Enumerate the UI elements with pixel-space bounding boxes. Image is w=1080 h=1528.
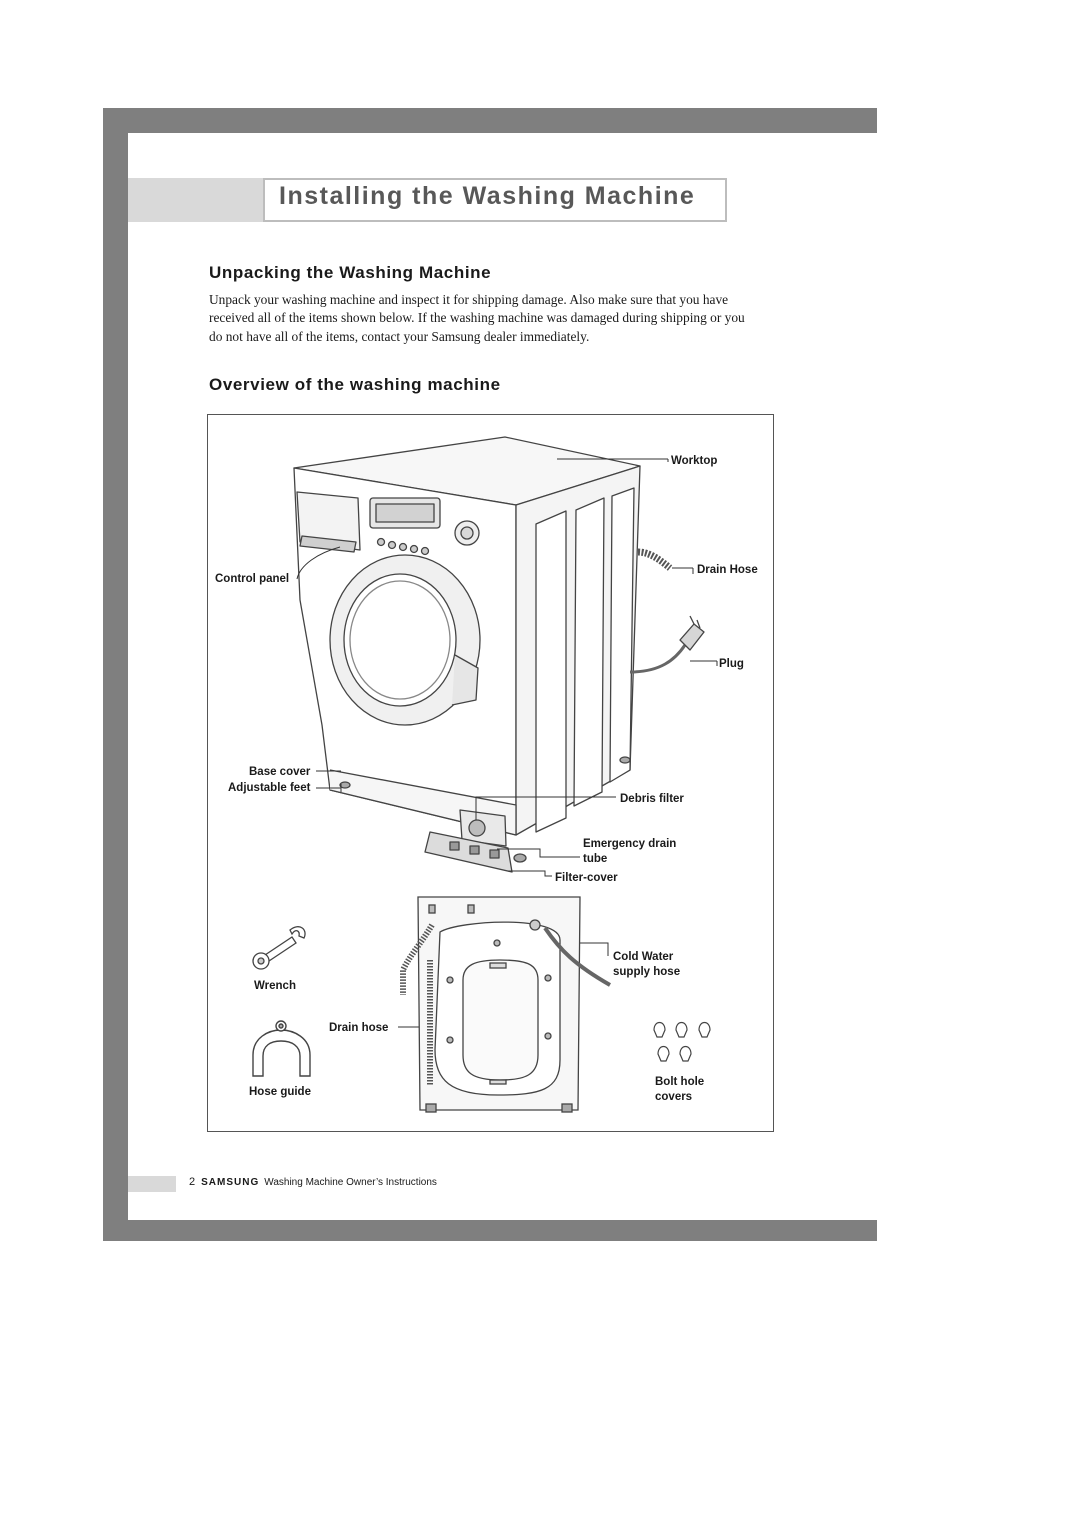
label-emergency-drain-tube: tube: [583, 853, 608, 865]
hose-guide-shape: [252, 1020, 311, 1077]
page-footer: 2 SAMSUNG Washing Machine Owner’s Instruct…: [189, 1176, 437, 1188]
label-emergency-drain: Emergency drain: [583, 838, 677, 850]
page-number: 2: [189, 1176, 196, 1188]
footer-text: Washing Machine Owner’s Instructions: [264, 1177, 437, 1188]
label-cold-water-supply-hose: supply hose: [613, 966, 681, 978]
plug-shape: [679, 623, 705, 651]
label-worktop: Worktop: [671, 455, 718, 467]
title-box: [263, 178, 727, 222]
label-drain-hose-top: Drain Hose: [697, 564, 758, 576]
bolt-hole-covers-shape: [653, 1021, 711, 1062]
rear-drain-hose-shape: [400, 923, 435, 995]
debris-filter-shape: [468, 819, 486, 837]
frame-bar-bottom: [103, 1220, 877, 1241]
filter-cover-shape: [424, 831, 513, 873]
cold-water-hose-shape: [543, 926, 611, 987]
title-strip: [128, 178, 266, 222]
overview-heading: Overview of the washing machine: [209, 375, 501, 394]
label-bolt-hole: Bolt hole: [655, 1076, 705, 1088]
label-plug: Plug: [719, 658, 744, 670]
label-bolt-hole-covers: covers: [655, 1091, 693, 1103]
unpacking-heading: Unpacking the Washing Machine: [209, 263, 492, 282]
label-debris-filter: Debris filter: [620, 793, 684, 805]
label-hose-guide: Hose guide: [249, 1086, 311, 1098]
footer-strip: [128, 1176, 176, 1192]
drain-hose-shape: [637, 548, 673, 571]
detergent-drawer-shape: [296, 491, 361, 551]
frame-bar-top: [103, 108, 877, 133]
label-cold-water: Cold Water: [613, 951, 674, 963]
unpacking-paragraph: Unpack your washing machine and inspect …: [209, 292, 745, 344]
label-adjustable-feet: Adjustable feet: [228, 782, 311, 794]
plug-cable-shape: [629, 644, 687, 674]
page-title: Installing the Washing Machine: [279, 182, 696, 210]
label-wrench: Wrench: [254, 980, 296, 992]
door-glass-shape: [343, 573, 457, 707]
label-base-cover: Base cover: [249, 766, 311, 778]
label-drain-hose: Drain hose: [329, 1022, 389, 1034]
wrench-shape: [252, 926, 306, 970]
label-filter-cover: Filter-cover: [555, 872, 618, 884]
label-control-panel: Control panel: [215, 573, 290, 585]
footer-brand: SAMSUNG: [201, 1177, 260, 1188]
frame-bar-left: [103, 108, 128, 1241]
